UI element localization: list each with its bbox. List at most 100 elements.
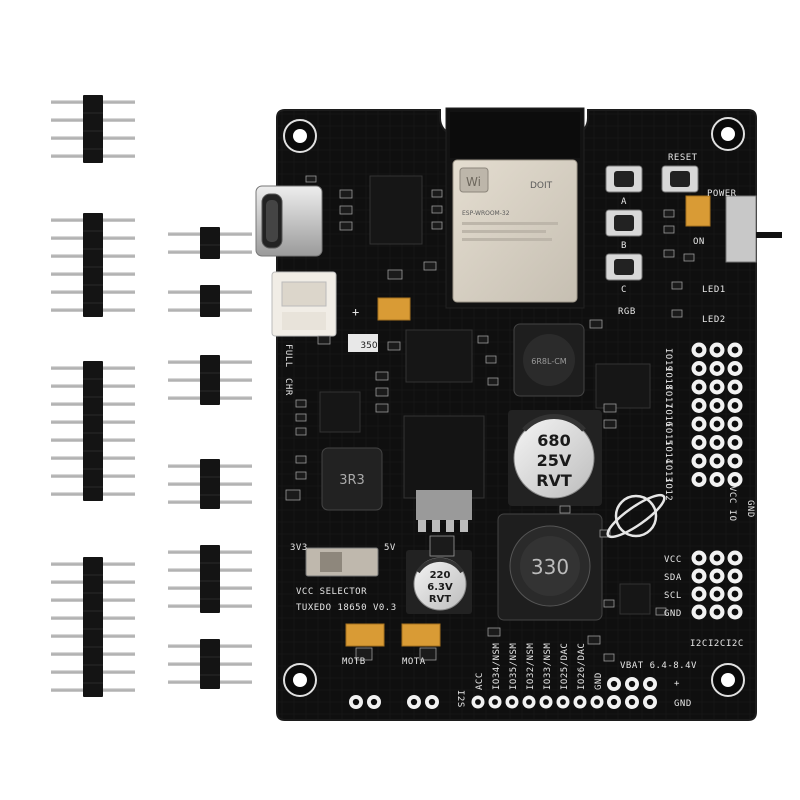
- power-switch: [725, 195, 782, 263]
- smd-part: [663, 225, 675, 234]
- usb-c-connector: [255, 185, 323, 257]
- label-gnd-io: GND: [745, 500, 755, 518]
- pin-headers: [51, 95, 252, 697]
- smd-part: [295, 427, 307, 436]
- ic-chips: [319, 175, 651, 615]
- label-led1: LED1: [702, 285, 726, 295]
- mounting-hole: [711, 663, 745, 697]
- bottom-pin-label: IO35/NSM: [509, 643, 519, 690]
- smd-part: [295, 399, 307, 408]
- label-bat-gnd: GND: [674, 699, 692, 709]
- mounting-hole: [283, 119, 317, 153]
- smd-part: [317, 335, 331, 345]
- smd-part: [603, 653, 615, 662]
- smd-part: [431, 205, 443, 214]
- inductor-6r8: 6R8L-CM: [513, 323, 585, 397]
- smd-part: [683, 253, 695, 262]
- label-board-name: TUXEDO 18650 V0.3: [296, 603, 397, 613]
- smd-part: [387, 341, 401, 351]
- smd-part: [603, 419, 617, 429]
- smd-part: [285, 489, 301, 501]
- label-b: B: [621, 241, 627, 251]
- label-i2s: I2S: [455, 690, 465, 708]
- smd-part: [339, 221, 353, 231]
- smd-components: [285, 175, 695, 662]
- esp32-module: Wi DOIT ESP-WROOM-32: [445, 107, 585, 309]
- smd-part: [671, 281, 683, 290]
- smd-part: [295, 413, 307, 422]
- bottom-pin-label: IO32/NSM: [526, 643, 536, 690]
- smd-part: [671, 309, 683, 318]
- bottom-pin-label: IO34/NSM: [492, 643, 502, 690]
- smd-part: [419, 647, 437, 661]
- smd-part: [295, 455, 307, 464]
- label-mota: MOTA: [402, 657, 426, 667]
- smd-part: [485, 355, 497, 364]
- label-a: A: [621, 197, 627, 207]
- wifi-logo: Wi: [466, 175, 481, 189]
- inductor-mid-value: 6R8L-CM: [531, 357, 567, 366]
- pin-header: [51, 557, 135, 697]
- label-3v3: 3V3: [290, 543, 308, 553]
- pin-header: [168, 639, 252, 689]
- label-plus: +: [352, 305, 360, 319]
- pin-header: [51, 361, 135, 501]
- mounting-hole: [711, 117, 745, 151]
- smd-part: [355, 647, 373, 661]
- smd-part: [559, 505, 571, 514]
- label-power: POWER: [707, 189, 737, 199]
- smd-part: [487, 377, 499, 386]
- smd-part: [375, 387, 389, 397]
- tantalum-capacitors: 350: [345, 195, 711, 647]
- cap-small-value: 220: [430, 570, 451, 581]
- smd-part: [603, 599, 615, 608]
- io-label: IO17: [663, 385, 673, 409]
- label-vcc-io: VCC IO: [727, 486, 737, 522]
- silkscreen: 3V3 5V VCC SELECTOR TUXEDO 18650 V0.3 FU…: [283, 153, 755, 709]
- smd-part: [375, 403, 389, 413]
- smd-part: [339, 189, 353, 199]
- capacitor-220uf: 220 6.3V RVT: [406, 550, 472, 614]
- through-hole-pads: [349, 342, 743, 709]
- label-5v: 5V: [384, 543, 396, 553]
- inductor-330: 330: [497, 513, 603, 621]
- smd-part: [387, 269, 403, 280]
- pin-header: [168, 545, 252, 613]
- i2c-col-label: I2C: [726, 639, 744, 649]
- label-led2: LED2: [702, 315, 726, 325]
- pin-header: [51, 95, 135, 163]
- smd-part: [663, 209, 675, 218]
- smd-part: [663, 249, 675, 258]
- smd-part: [603, 403, 617, 413]
- io-label: IO15: [663, 422, 673, 446]
- label-chr: CHR: [283, 378, 293, 396]
- label-rgb: RGB: [618, 307, 636, 317]
- esp-model-text: ESP-WROOM-32: [462, 210, 510, 217]
- label-reset: RESET: [668, 153, 698, 163]
- cap-voltage: 25V: [537, 451, 572, 470]
- label-full: FULL: [283, 344, 293, 368]
- i2c-col-label: I2C: [690, 639, 708, 649]
- label-c: C: [621, 285, 627, 295]
- inductor-3r3: 3R3: [321, 447, 383, 511]
- inductor-small-value: 3R3: [339, 473, 365, 488]
- io-label: IO14: [663, 441, 673, 465]
- voltage-regulator: [403, 415, 485, 532]
- i2c-label: SCL: [664, 591, 682, 601]
- capacitor-680uf: 680 25V RVT: [508, 410, 602, 506]
- esp-brand: DOIT: [530, 181, 553, 191]
- label-vbat: VBAT 6.4-8.4V: [620, 661, 697, 671]
- bottom-pin-label: GND: [594, 672, 604, 690]
- bottom-pin-label: IO25/DAC: [560, 643, 570, 690]
- label-motb: MOTB: [342, 657, 366, 667]
- bottom-pin-label: ACC: [475, 672, 485, 690]
- smd-part: [477, 335, 489, 344]
- vcc-selector-switch: [305, 547, 379, 577]
- io-label: IO18: [663, 367, 673, 391]
- io-label: IO12: [663, 478, 673, 502]
- label-bat-plus: +: [674, 679, 680, 689]
